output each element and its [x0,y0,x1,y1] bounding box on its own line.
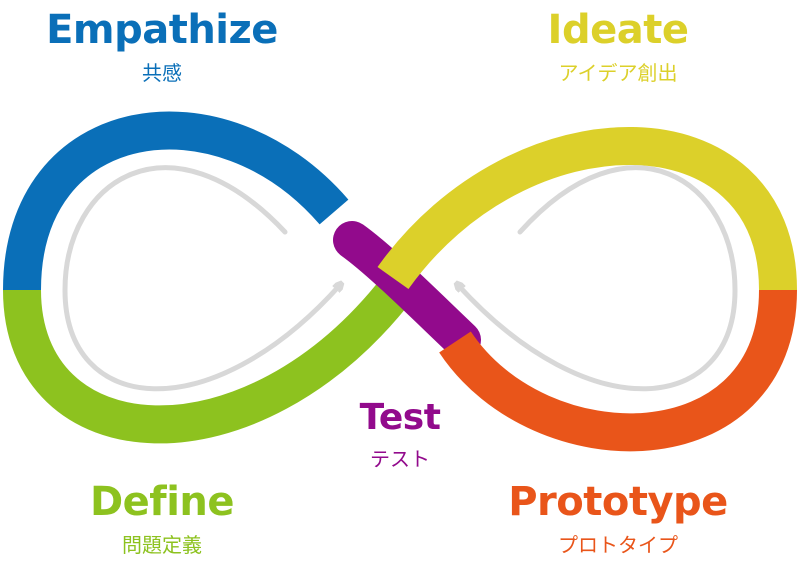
ideate-title: Ideate [547,7,689,53]
test-label: Test テスト [360,398,441,472]
define-title: Define [89,479,235,525]
right-loop-arrow [458,165,738,392]
define-label: Define 問題定義 [89,479,235,558]
ideate-segment [377,127,797,291]
prototype-label: Prototype プロトタイプ [508,480,728,558]
empathize-label: Empathize 共感 [46,8,278,86]
prototype-subtitle: プロトタイプ [558,533,678,557]
ideate-label: Ideate アイデア創出 [548,8,689,86]
test-subtitle: テスト [369,447,430,471]
empathize-subtitle: 共感 [141,61,182,85]
prototype-segment [439,289,797,452]
define-segment [3,273,416,444]
prototype-title: Prototype [508,479,728,525]
test-title: Test [359,397,441,438]
left-loop-arrow [62,165,340,392]
define-subtitle: 問題定義 [122,533,202,557]
empathize-segment [3,111,349,291]
ideate-subtitle: アイデア創出 [558,61,678,85]
empathize-title: Empathize [46,7,278,53]
